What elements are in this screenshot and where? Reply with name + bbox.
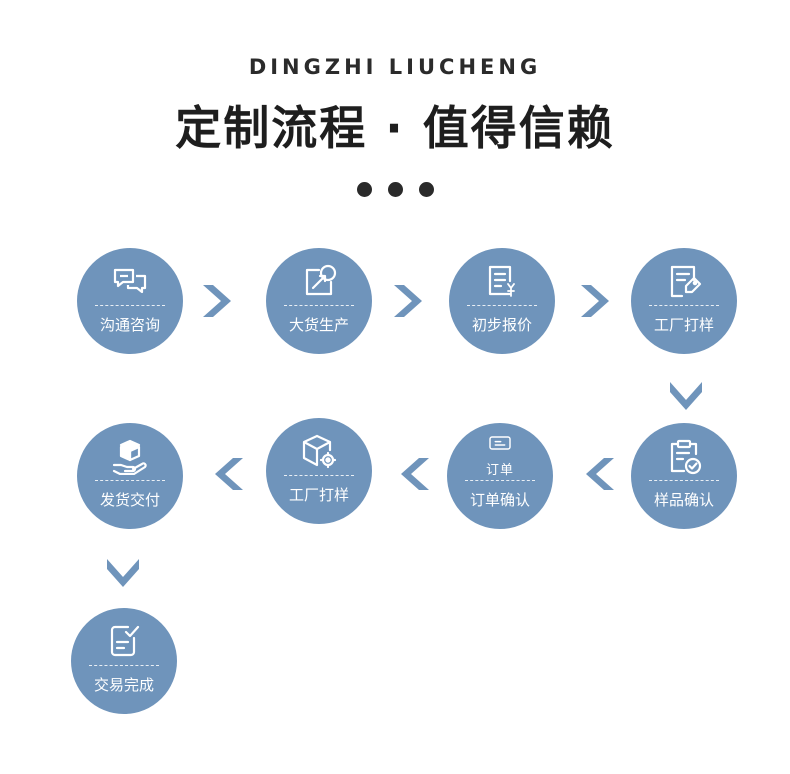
step-consult: 沟通咨询	[77, 248, 183, 354]
step-label: 大货生产	[288, 316, 349, 334]
dashed-divider	[89, 665, 159, 666]
clipboard-check-icon	[670, 439, 702, 475]
checklist-icon	[110, 625, 140, 657]
production-arrow-icon	[305, 264, 337, 296]
chevron-right-icon	[581, 285, 609, 317]
dashed-divider	[284, 475, 354, 476]
dot-icon	[418, 182, 434, 197]
step-label: 工厂打样	[288, 486, 349, 504]
chevron-down-icon	[107, 559, 139, 587]
dashed-divider	[95, 305, 165, 306]
dot-icon	[387, 182, 403, 197]
hand-box-icon	[112, 439, 147, 475]
dashed-divider	[284, 305, 354, 306]
step-order-confirm: 订单 订单确认	[447, 423, 553, 529]
box-gear-icon	[302, 434, 337, 469]
document-tag-icon	[670, 265, 702, 298]
dashed-divider	[465, 480, 535, 481]
chevron-right-icon	[394, 285, 422, 317]
step-label: 交易完成	[93, 676, 154, 694]
price-list-icon	[488, 265, 515, 297]
step-label: 订单确认	[469, 491, 530, 509]
dashed-divider	[649, 305, 719, 306]
step-delivery: 发货交付	[77, 423, 183, 529]
step-sample-confirm: 样品确认	[631, 423, 737, 529]
page-title: 定制流程 · 值得信赖	[175, 101, 615, 155]
chevron-left-icon	[586, 458, 614, 490]
step-label: 发货交付	[99, 491, 160, 509]
decorative-dots	[0, 182, 790, 201]
dashed-divider	[649, 480, 719, 481]
step-label: 沟通咨询	[99, 316, 160, 334]
step-label: 样品确认	[653, 491, 714, 509]
step-sample: 工厂打样	[631, 248, 737, 354]
step-complete: 交易完成	[71, 608, 177, 714]
dashed-divider	[467, 305, 537, 306]
step-quote: 初步报价	[449, 248, 555, 354]
step-label: 工厂打样	[653, 316, 714, 334]
order-tag-icon	[489, 436, 511, 450]
chat-bubbles-icon	[113, 268, 147, 294]
step-label: 初步报价	[471, 316, 532, 334]
chevron-right-icon	[203, 285, 231, 317]
step-production: 大货生产	[266, 248, 372, 354]
icon-caption: 订单	[485, 463, 514, 478]
dot-icon	[356, 182, 372, 197]
chevron-left-icon	[215, 458, 243, 490]
chevron-down-icon	[670, 382, 702, 410]
dashed-divider	[95, 480, 165, 481]
header-subtitle: DINGZHI LIUCHENG	[248, 55, 542, 79]
step-factory-sample: 工厂打样	[266, 418, 372, 524]
chevron-left-icon	[401, 458, 429, 490]
